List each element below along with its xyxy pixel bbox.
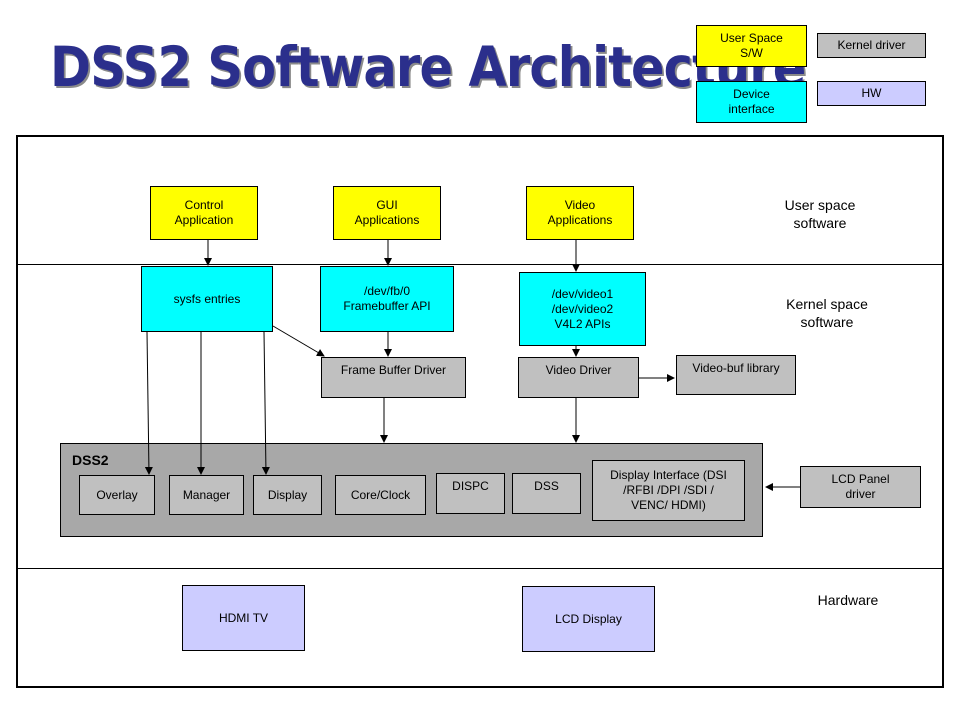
v4l2-api-box: /dev/video1 /dev/video2 V4L2 APIs (519, 272, 646, 346)
display-box: Display (253, 475, 322, 515)
kernel-hardware-divider (16, 568, 944, 569)
video-driver-box: Video Driver (518, 357, 639, 398)
video-buf-library-box: Video-buf library (676, 355, 796, 395)
legend-user-space: User Space S/W (696, 25, 807, 67)
arrow-sysfs-to-overlay (144, 331, 153, 475)
control-application-box: Control Application (150, 186, 258, 240)
gui-applications-box: GUI Applications (333, 186, 441, 240)
overlay-box: Overlay (79, 475, 155, 515)
lcd-display-box: LCD Display (522, 586, 655, 652)
arrow-sysfs-to-fbdriver (272, 325, 325, 357)
legend-kernel-driver: Kernel driver (817, 33, 926, 58)
arrow-sysfs-to-display (261, 331, 270, 475)
framebuffer-api-box: /dev/fb/0 Framebuffer API (320, 266, 454, 332)
dss-box: DSS (512, 473, 581, 514)
display-interface-box: Display Interface (DSI /RFBI /DPI /SDI /… (592, 460, 745, 521)
architecture-frame (16, 135, 944, 688)
zone-user-space-label: User space software (784, 197, 856, 231)
dss2-label: DSS2 (72, 452, 109, 468)
user-kernel-divider (16, 264, 944, 265)
hdmi-tv-box: HDMI TV (182, 585, 305, 651)
frame-buffer-driver-box: Frame Buffer Driver (321, 357, 466, 398)
manager-box: Manager (169, 475, 244, 515)
lcd-panel-driver-box: LCD Panel driver (800, 466, 921, 508)
legend-hw: HW (817, 81, 926, 106)
video-applications-box: Video Applications (526, 186, 634, 240)
sysfs-entries-box: sysfs entries (141, 266, 273, 332)
legend-device-interface: Device interface (696, 81, 807, 123)
page-title: DSS2 Software Architecture (50, 35, 806, 99)
core-clock-box: Core/Clock (335, 475, 426, 515)
zone-hardware-label: Hardware (817, 592, 879, 608)
dispc-box: DISPC (436, 473, 505, 514)
zone-kernel-space-label: Kernel space software (786, 296, 868, 330)
